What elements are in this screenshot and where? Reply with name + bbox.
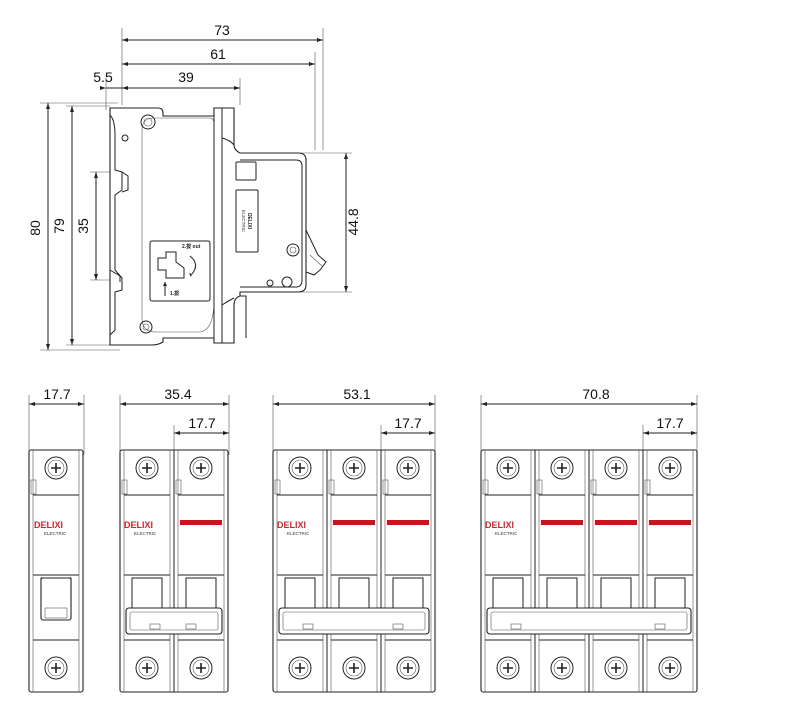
side-brand-text: DELIXI (246, 213, 252, 230)
terminal-screw-top (189, 456, 213, 480)
dim-label-39: 39 (178, 69, 194, 85)
toggle-handle (40, 577, 72, 621)
side-body: DELIXI ELECTRIC 2.拔 out 1.拔 (109, 107, 327, 346)
toggle-bar (486, 607, 692, 635)
terminal-screw-bottom (189, 656, 213, 680)
pole-red-stripe (649, 520, 691, 525)
dim-label-3p-pole: 17.7 (394, 415, 421, 431)
dim-label-4p: 70.8 (582, 386, 609, 402)
terminal-screw-bottom (44, 656, 68, 680)
side-view: 73 61 39 5.5 80 (27, 22, 361, 351)
dim-label-35: 35 (75, 218, 91, 234)
terminal-screw-bottom (604, 656, 628, 680)
pole-red-stripe (333, 520, 375, 525)
dim-label-73: 73 (214, 22, 230, 38)
dim-label-44-8: 44.8 (345, 208, 361, 235)
dim-side-61: 61 (122, 46, 316, 150)
terminal-screw-bottom (550, 656, 574, 680)
dim-side-39: 39 5.5 (93, 69, 241, 110)
pole-red-stripe (595, 520, 637, 525)
dim-label-80: 80 (27, 220, 43, 236)
pole-red-stripe (387, 520, 429, 525)
front-views (28, 449, 698, 693)
terminal-screw-bottom (396, 656, 420, 680)
terminal-screw-top (658, 456, 682, 480)
side-brand-sub: ELECTRIC (241, 210, 246, 233)
breaker-body (272, 449, 436, 693)
terminal-instruction-label: 2.拔 out 1.拔 (149, 240, 211, 302)
terminal-screw-bottom (658, 656, 682, 680)
front-dimensions: 17.7 35.4 17.7 53.1 17.7 70.8 17.7 (28, 386, 698, 455)
terminal-screw-top (135, 456, 159, 480)
front-view-2p (119, 449, 229, 693)
front-view-4p (480, 449, 698, 693)
dim-side-73: 73 (121, 22, 324, 150)
dim-side-79: 79 (51, 105, 110, 346)
terminal-screw-bottom (496, 656, 520, 680)
toggle-bar (278, 607, 430, 635)
brand-sub-1p: ELECTRIC (44, 531, 67, 536)
brand-sub-4p: ELECTRIC (495, 531, 518, 536)
terminal-screw-top (496, 456, 520, 480)
dim-label-2p: 35.4 (164, 386, 191, 402)
breaker-body (28, 449, 84, 693)
brand-sub-2p: ELECTRIC (134, 531, 157, 536)
dim-label-2p-pole: 17.7 (188, 415, 215, 431)
brand-logo-3p: DELIXI (277, 520, 306, 530)
dim-label-4p-pole: 17.7 (656, 415, 683, 431)
front-view-1p (28, 449, 84, 693)
dim-label-1p: 17.7 (43, 386, 70, 402)
brand-labels: DELIXI DELIXI DELIXI DELIXI ELECTRIC ELE… (34, 520, 518, 536)
front-view-3p (272, 449, 436, 693)
dim-side-44-8: 44.8 (300, 152, 361, 293)
terminal-screw-top (342, 456, 366, 480)
dim-side-35: 35 (75, 171, 115, 281)
dim-label-61: 61 (210, 46, 226, 62)
label-step-out: 2.拔 out (182, 243, 201, 250)
dim-side-80: 80 (27, 102, 120, 351)
pole-red-stripe (541, 520, 583, 525)
label-step-in: 1.拔 (170, 290, 180, 297)
dim-label-79: 79 (51, 218, 67, 234)
terminal-screw-bottom (342, 656, 366, 680)
brand-sub-3p: ELECTRIC (287, 531, 310, 536)
terminal-screw-top (396, 456, 420, 480)
pole-red-stripe (180, 520, 222, 525)
brand-logo-4p: DELIXI (485, 520, 514, 530)
dim-label-5-5: 5.5 (93, 69, 113, 85)
terminal-screw-top (44, 456, 68, 480)
brand-logo-2p: DELIXI (124, 520, 153, 530)
terminal-screw-bottom (288, 656, 312, 680)
terminal-screw-top (604, 456, 628, 480)
brand-logo-1p: DELIXI (34, 520, 63, 530)
terminal-screw-top (288, 456, 312, 480)
terminal-screw-top (550, 456, 574, 480)
terminal-screw-bottom (135, 656, 159, 680)
dim-label-3p: 53.1 (343, 386, 370, 402)
